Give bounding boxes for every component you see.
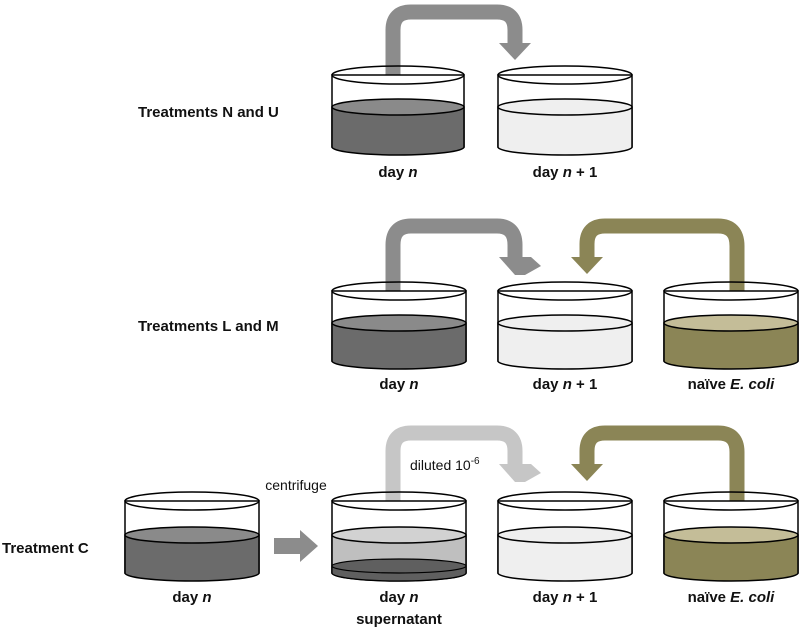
- dish-day-n: [124, 491, 260, 582]
- naive-arrow: [579, 218, 745, 296]
- transfer-arrowhead: [499, 43, 531, 60]
- centrifuge-label: centrifuge: [265, 477, 327, 493]
- dish-label-naive-e-coli: naïve E. coli: [688, 376, 776, 393]
- dish-day-n: [331, 281, 467, 370]
- diluted-transfer-arrow: [385, 425, 523, 503]
- row-treatment-c: Treatment C centrifuge diluted 10-6: [2, 425, 799, 628]
- diluted-transfer-arrowhead: [499, 464, 541, 482]
- supernatant-label: supernatant: [356, 611, 442, 628]
- naive-arrowhead: [571, 257, 603, 274]
- dish-day-n-plus-1: [497, 491, 633, 582]
- treatment-label: Treatments L and M: [138, 318, 279, 335]
- dish-label-day-n: day n: [378, 164, 417, 181]
- dish-label-day-n-plus-1: day n + 1: [533, 589, 598, 606]
- dish-day-n: [331, 65, 465, 156]
- dish-naive-e-coli: [663, 491, 799, 582]
- dish-label-day-n: day n: [172, 589, 211, 606]
- dish-label-day-n-supernatant: day n: [379, 589, 418, 606]
- centrifuge-arrow: [274, 530, 318, 562]
- naive-arrow: [579, 425, 745, 504]
- dish-day-n-plus-1: [497, 65, 633, 156]
- row-treatments-n-and-u: Treatments N and U day n day n + 1: [138, 4, 633, 181]
- transfer-arrow: [385, 218, 523, 294]
- dish-label-day-n-plus-1: day n + 1: [533, 376, 598, 393]
- treatment-label: Treatments N and U: [138, 104, 279, 121]
- diluted-label: diluted 10-6: [410, 456, 480, 473]
- dish-label-naive-e-coli: naïve E. coli: [688, 589, 776, 606]
- transfer-arrowhead: [499, 257, 541, 275]
- naive-arrowhead: [571, 464, 603, 481]
- dish-day-n-plus-1: [497, 281, 633, 370]
- row-treatments-l-and-m: Treatments L and M day n: [138, 218, 799, 393]
- transfer-arrow: [385, 4, 523, 80]
- dish-day-n-supernatant: [331, 491, 467, 582]
- dish-naive-e-coli: [663, 281, 799, 370]
- treatment-label: Treatment C: [2, 540, 89, 557]
- dish-label-day-n: day n: [379, 376, 418, 393]
- dish-label-day-n-plus-1: day n + 1: [533, 164, 598, 181]
